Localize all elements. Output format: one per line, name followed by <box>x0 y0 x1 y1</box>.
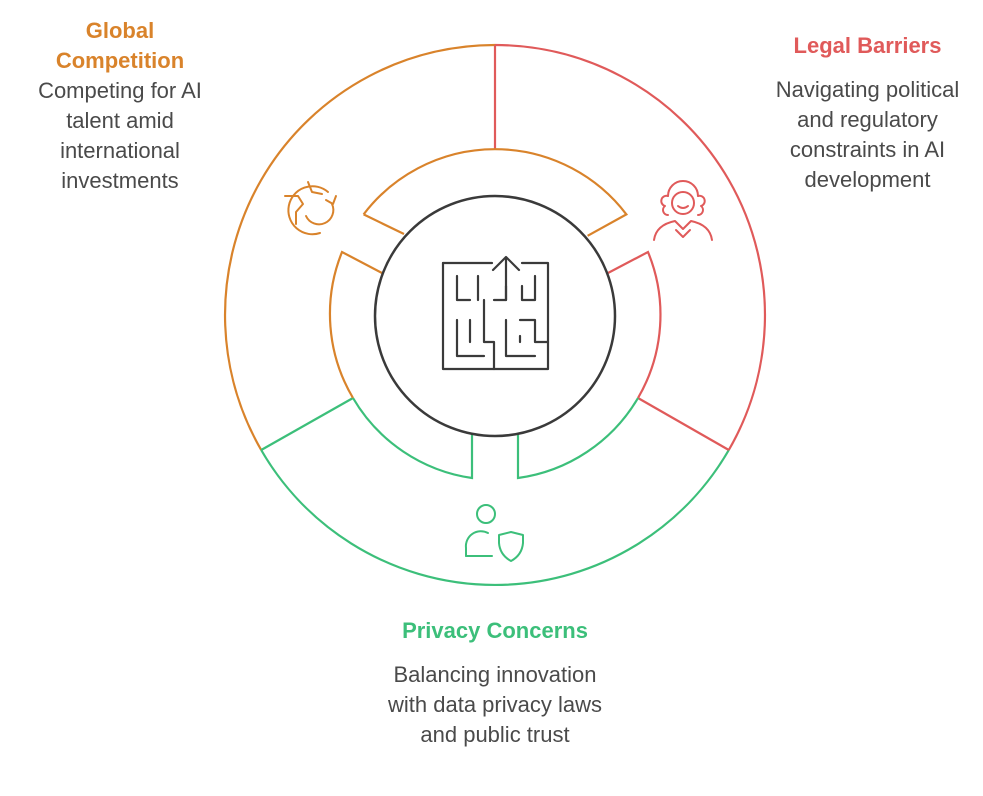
user-shield-icon <box>464 504 524 562</box>
segment-privacy: Privacy Concerns Balancing innovation wi… <box>385 616 605 750</box>
segment-title: Legal Barriers <box>793 33 942 58</box>
segment-global: Global Competition Competing for AI tale… <box>20 16 220 196</box>
center-circle <box>373 194 617 438</box>
segment-title: Global Competition <box>55 18 185 73</box>
maze-icon <box>441 255 550 371</box>
segment-title: Privacy Concerns <box>402 618 588 643</box>
inner-band-legal <box>607 250 662 399</box>
spoke-right <box>637 397 730 451</box>
segment-description: Competing for AI talent amid internation… <box>38 78 202 193</box>
globe-refresh-icon <box>284 181 337 236</box>
outer-arc-privacy <box>260 449 730 587</box>
outer-arc-legal <box>494 43 766 451</box>
outer-arc-global <box>224 43 496 451</box>
segment-description: Balancing innovation with data privacy l… <box>388 662 602 747</box>
segment-legal: Legal Barriers Navigating political and … <box>770 31 965 195</box>
inner-band-global <box>328 148 629 399</box>
spoke-left <box>260 397 354 451</box>
segment-description: Navigating political and regulatory cons… <box>775 77 960 192</box>
judge-icon <box>653 180 713 241</box>
inner-band-privacy <box>352 397 639 480</box>
